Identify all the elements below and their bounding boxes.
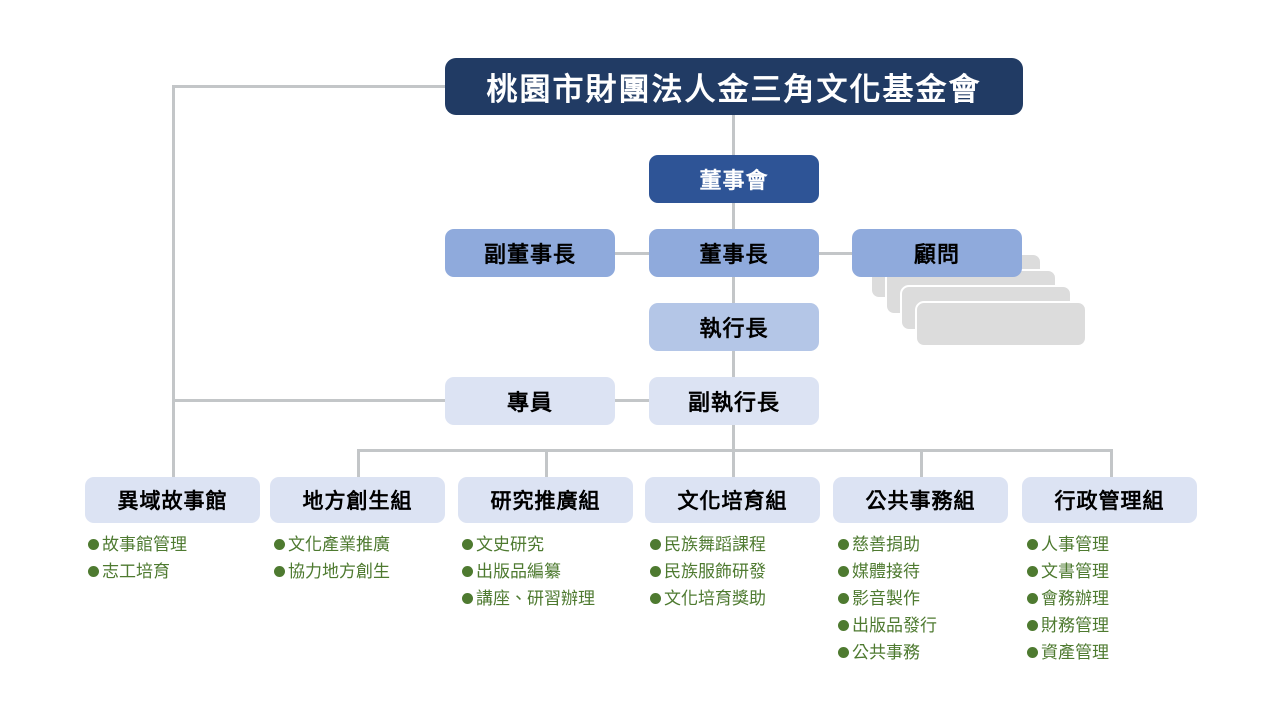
list-item: 講座、研習辦理 bbox=[462, 585, 595, 612]
list-item: 故事館管理 bbox=[88, 531, 187, 558]
list-item-label: 媒體接待 bbox=[852, 562, 920, 581]
connector-bus-to-dept-4 bbox=[732, 449, 735, 477]
connector-bus-to-dept-5 bbox=[920, 449, 923, 477]
node-board[interactable]: 董事會 bbox=[649, 155, 819, 203]
bullet-icon bbox=[1027, 620, 1038, 631]
bullet-icon bbox=[462, 539, 473, 550]
list-item-label: 影音製作 bbox=[852, 589, 920, 608]
node-department-4[interactable]: 文化培育組 bbox=[645, 477, 820, 523]
list-item-label: 協力地方創生 bbox=[288, 562, 390, 581]
node-department-3[interactable]: 研究推廣組 bbox=[458, 477, 633, 523]
left-spine bbox=[172, 85, 175, 477]
list-item-label: 文化培育獎助 bbox=[664, 589, 766, 608]
department-5-list: 慈善捐助媒體接待影音製作出版品發行公共事務 bbox=[838, 531, 937, 666]
connector-chairman-to-ceo bbox=[732, 277, 735, 304]
bullet-icon bbox=[88, 566, 99, 577]
connector-vicechair-to-chairman bbox=[615, 252, 652, 255]
list-item: 出版品編纂 bbox=[462, 558, 595, 585]
list-item: 媒體接待 bbox=[838, 558, 937, 585]
department-3-list: 文史研究出版品編纂講座、研習辦理 bbox=[462, 531, 595, 612]
list-item: 資產管理 bbox=[1027, 639, 1109, 666]
connector-title-to-board bbox=[732, 115, 735, 155]
list-item: 慈善捐助 bbox=[838, 531, 937, 558]
list-item-label: 民族服飾研發 bbox=[664, 562, 766, 581]
bullet-icon bbox=[1027, 593, 1038, 604]
bullet-icon bbox=[274, 539, 285, 550]
list-item-label: 文化產業推廣 bbox=[288, 535, 390, 554]
bullet-icon bbox=[462, 566, 473, 577]
list-item-label: 資產管理 bbox=[1041, 643, 1109, 662]
node-department-1[interactable]: 異域故事館 bbox=[85, 477, 260, 523]
list-item: 民族舞蹈課程 bbox=[650, 531, 766, 558]
connector-chairman-to-advisor bbox=[818, 252, 852, 255]
list-item-label: 文書管理 bbox=[1041, 562, 1109, 581]
node-ceo[interactable]: 執行長 bbox=[649, 303, 819, 351]
bullet-icon bbox=[1027, 566, 1038, 577]
list-item: 志工培育 bbox=[88, 558, 187, 585]
bullet-icon bbox=[1027, 539, 1038, 550]
connector-bus-to-dept-2 bbox=[357, 449, 360, 477]
bullet-icon bbox=[650, 539, 661, 550]
department-bus bbox=[357, 449, 1113, 452]
node-chairman[interactable]: 董事長 bbox=[649, 229, 819, 277]
list-item-label: 出版品發行 bbox=[852, 616, 937, 635]
connector-leftspine-to-specialist bbox=[172, 399, 447, 402]
organization-title: 桃園市財團法人金三角文化基金會 bbox=[445, 58, 1023, 115]
list-item-label: 故事館管理 bbox=[102, 535, 187, 554]
advisor-stack-card-4 bbox=[915, 301, 1087, 347]
list-item: 協力地方創生 bbox=[274, 558, 390, 585]
list-item-label: 會務辦理 bbox=[1041, 589, 1109, 608]
list-item-label: 民族舞蹈課程 bbox=[664, 535, 766, 554]
list-item-label: 出版品編纂 bbox=[476, 562, 561, 581]
list-item-label: 人事管理 bbox=[1041, 535, 1109, 554]
list-item: 財務管理 bbox=[1027, 612, 1109, 639]
node-department-2[interactable]: 地方創生組 bbox=[270, 477, 445, 523]
connector-bus-to-dept-6 bbox=[1110, 449, 1113, 477]
bullet-icon bbox=[1027, 647, 1038, 658]
department-4-list: 民族舞蹈課程民族服飾研發文化培育獎助 bbox=[650, 531, 766, 612]
connector-bus-to-dept-3 bbox=[545, 449, 548, 477]
list-item: 文史研究 bbox=[462, 531, 595, 558]
bullet-icon bbox=[650, 566, 661, 577]
connector-board-to-chairman bbox=[732, 203, 735, 230]
list-item-label: 公共事務 bbox=[852, 643, 920, 662]
list-item-label: 財務管理 bbox=[1041, 616, 1109, 635]
bullet-icon bbox=[838, 620, 849, 631]
node-specialist[interactable]: 專員 bbox=[445, 377, 615, 425]
list-item: 會務辦理 bbox=[1027, 585, 1109, 612]
node-deputy-ceo[interactable]: 副執行長 bbox=[649, 377, 819, 425]
bullet-icon bbox=[88, 539, 99, 550]
department-6-list: 人事管理文書管理會務辦理財務管理資產管理 bbox=[1027, 531, 1109, 666]
connector-title-to-left-spine bbox=[172, 85, 447, 88]
department-1-list: 故事館管理志工培育 bbox=[88, 531, 187, 585]
bullet-icon bbox=[838, 593, 849, 604]
node-advisor[interactable]: 顧問 bbox=[852, 229, 1022, 277]
list-item: 文化產業推廣 bbox=[274, 531, 390, 558]
bullet-icon bbox=[274, 566, 285, 577]
connector-ceo-to-deputyceo bbox=[732, 351, 735, 378]
list-item-label: 慈善捐助 bbox=[852, 535, 920, 554]
list-item: 公共事務 bbox=[838, 639, 937, 666]
list-item-label: 文史研究 bbox=[476, 535, 544, 554]
node-department-5[interactable]: 公共事務組 bbox=[833, 477, 1008, 523]
list-item: 出版品發行 bbox=[838, 612, 937, 639]
list-item: 文化培育獎助 bbox=[650, 585, 766, 612]
bullet-icon bbox=[838, 539, 849, 550]
node-department-6[interactable]: 行政管理組 bbox=[1022, 477, 1197, 523]
connector-specialist-to-deputyceo bbox=[615, 399, 652, 402]
node-vice-chairman[interactable]: 副董事長 bbox=[445, 229, 615, 277]
bullet-icon bbox=[838, 566, 849, 577]
department-2-list: 文化產業推廣協力地方創生 bbox=[274, 531, 390, 585]
list-item: 民族服飾研發 bbox=[650, 558, 766, 585]
list-item-label: 講座、研習辦理 bbox=[476, 589, 595, 608]
list-item: 人事管理 bbox=[1027, 531, 1109, 558]
connector-deputyceo-to-bus bbox=[732, 425, 735, 451]
list-item: 影音製作 bbox=[838, 585, 937, 612]
list-item-label: 志工培育 bbox=[102, 562, 170, 581]
bullet-icon bbox=[650, 593, 661, 604]
list-item: 文書管理 bbox=[1027, 558, 1109, 585]
bullet-icon bbox=[462, 593, 473, 604]
bullet-icon bbox=[838, 647, 849, 658]
